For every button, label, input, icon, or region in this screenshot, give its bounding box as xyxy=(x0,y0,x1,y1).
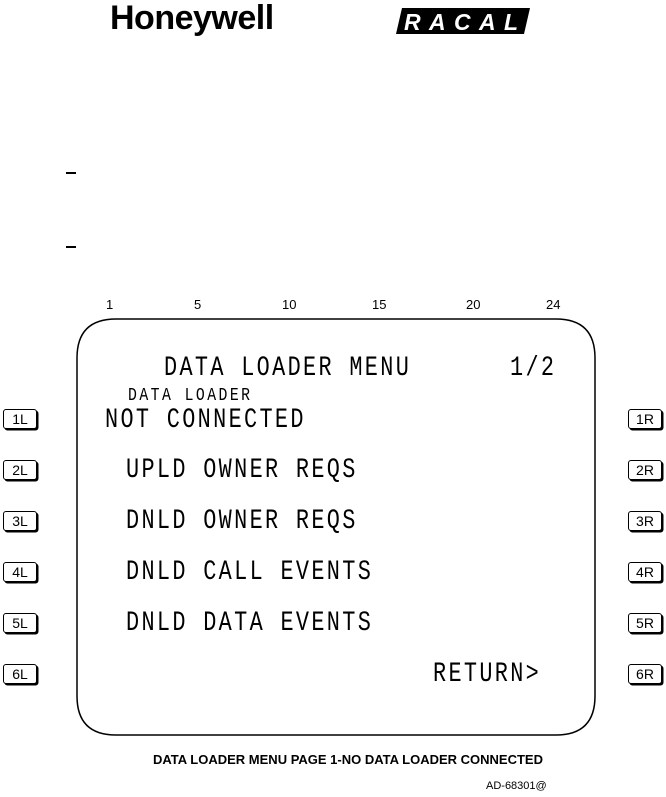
lsk-6r[interactable]: 6R xyxy=(628,664,662,684)
menu-dnld-owner-reqs[interactable]: DNLD OWNER REQS xyxy=(126,509,358,535)
racal-logo: R A C A L xyxy=(396,8,530,34)
ruler-col-1: 1 xyxy=(106,298,113,312)
lsk-5r[interactable]: 5R xyxy=(628,613,662,633)
menu-dnld-data-events[interactable]: DNLD DATA EVENTS xyxy=(126,611,373,637)
ruler-col-5: 5 xyxy=(194,298,201,312)
status-value: NOT CONNECTED xyxy=(105,408,306,434)
screen-title: DATA LOADER MENU xyxy=(164,356,411,382)
ruler-col-24: 24 xyxy=(546,298,560,312)
lsk-4l[interactable]: 4L xyxy=(3,562,37,582)
lsk-5l[interactable]: 5L xyxy=(3,613,37,633)
menu-dnld-call-events[interactable]: DNLD CALL EVENTS xyxy=(126,560,373,586)
svg-text:R: R xyxy=(404,9,421,34)
lsk-1r[interactable]: 1R xyxy=(628,409,662,429)
lsk-3l[interactable]: 3L xyxy=(3,511,37,531)
lsk-2r[interactable]: 2R xyxy=(628,460,662,480)
figure-id: AD-68301@ xyxy=(486,780,547,792)
svg-text:A: A xyxy=(428,9,446,34)
figure-caption: DATA LOADER MENU PAGE 1-NO DATA LOADER C… xyxy=(0,752,666,767)
lsk-6l[interactable]: 6L xyxy=(3,664,37,684)
change-bar xyxy=(66,172,76,174)
page-indicator: 1/2 xyxy=(510,356,556,382)
ruler-col-10: 10 xyxy=(282,298,296,312)
ruler-col-20: 20 xyxy=(466,298,480,312)
svg-text:A: A xyxy=(478,9,496,34)
lsk-3r[interactable]: 3R xyxy=(628,511,662,531)
lsk-1l[interactable]: 1L xyxy=(3,409,37,429)
change-bar xyxy=(66,246,76,248)
ruler-col-15: 15 xyxy=(372,298,386,312)
honeywell-logo: Honeywell xyxy=(110,0,274,38)
status-label: DATA LOADER xyxy=(128,387,252,405)
svg-text:C: C xyxy=(454,9,471,34)
svg-text:L: L xyxy=(504,9,518,34)
return-prompt[interactable]: RETURN> xyxy=(433,662,541,688)
menu-upld-owner-reqs[interactable]: UPLD OWNER REQS xyxy=(126,458,358,484)
lsk-4r[interactable]: 4R xyxy=(628,562,662,582)
lsk-2l[interactable]: 2L xyxy=(3,460,37,480)
